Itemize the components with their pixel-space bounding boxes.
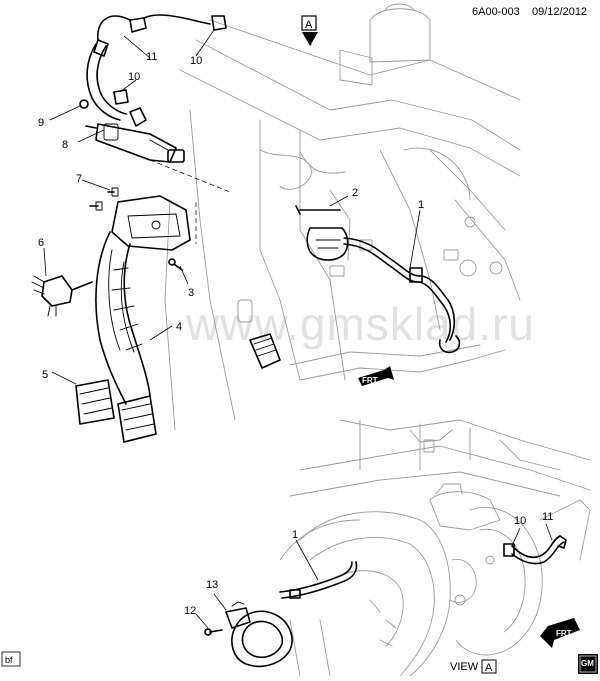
leader-dashed bbox=[149, 159, 231, 193]
reservoir-hose-bottom bbox=[503, 535, 567, 565]
view-label-letter: A bbox=[485, 662, 493, 674]
clutch-slave-cylinder-bottom bbox=[204, 601, 293, 668]
frt-label-bottom: FRT bbox=[556, 629, 572, 638]
callout-bottom-12: 12 bbox=[184, 605, 196, 617]
gm-logo-text: GM bbox=[581, 659, 594, 668]
front-arrow-top: FRT bbox=[358, 366, 394, 386]
leader-lines-top bbox=[43, 29, 421, 385]
diagram-code: 6A00-003 bbox=[472, 6, 520, 18]
callout-9: 9 bbox=[38, 117, 44, 129]
callout-bottom-13: 13 bbox=[206, 579, 218, 591]
view-label-text: VIEW bbox=[450, 661, 479, 673]
callout-7: 7 bbox=[76, 173, 82, 185]
clutch-slave-cylinder-top bbox=[295, 205, 461, 354]
clutch-master-cylinder bbox=[85, 107, 185, 163]
callout-bottom-10: 10 bbox=[514, 515, 526, 527]
view-label: VIEW A bbox=[450, 659, 497, 674]
body-structure-bottom bbox=[279, 419, 591, 677]
callout-5: 5 bbox=[42, 369, 48, 381]
callout-bottom-11: 11 bbox=[542, 511, 553, 523]
callout-1: 1 bbox=[418, 199, 424, 211]
callout-8: 8 bbox=[62, 139, 68, 151]
view-marker-letter: A bbox=[305, 19, 313, 31]
clutch-switch bbox=[31, 275, 93, 317]
callout-6: 6 bbox=[38, 237, 44, 249]
watermark: www.gmsklad.ru bbox=[185, 298, 535, 350]
view-a-marker: A bbox=[301, 15, 318, 46]
front-arrow-bottom: FRT bbox=[540, 618, 580, 648]
clutch-pedal bbox=[75, 187, 191, 443]
clutch-pipe-bottom bbox=[279, 561, 358, 599]
reservoir-hose bbox=[86, 14, 227, 121]
callout-2: 2 bbox=[352, 187, 358, 199]
callout-3: 3 bbox=[188, 287, 194, 299]
callout-10: 10 bbox=[128, 71, 140, 83]
callout-10b: 10 bbox=[190, 55, 202, 67]
leader-lines-bottom bbox=[195, 523, 553, 629]
callout-11: 11 bbox=[146, 51, 157, 63]
body-structure-top bbox=[164, 3, 521, 431]
footer-tag: bf bbox=[1, 651, 21, 667]
nut bbox=[79, 99, 89, 109]
diagram-date: 09/12/2012 bbox=[532, 6, 587, 18]
callout-bottom-1: 1 bbox=[292, 529, 298, 541]
footer-tag-text: bf bbox=[5, 655, 13, 665]
callout-4: 4 bbox=[176, 321, 182, 333]
gm-logo: GM bbox=[578, 654, 598, 674]
frt-label-top: FRT bbox=[362, 376, 378, 385]
